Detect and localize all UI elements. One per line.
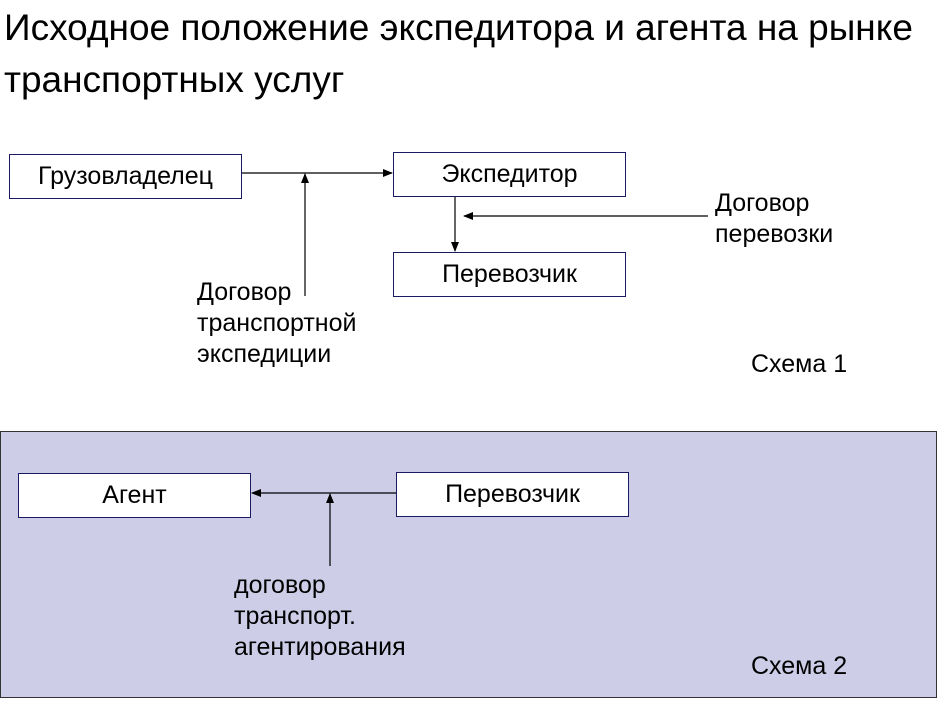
cargo-owner-label: Грузовладелец	[37, 162, 213, 190]
scheme1-label: Схема 1	[751, 350, 848, 378]
contract-carriage-line1: Договор	[715, 189, 810, 217]
contract-forwarding-line2: транспортной	[197, 309, 357, 337]
carrier-label-scheme2: Перевозчик	[445, 480, 580, 508]
cargo-owner-box: Грузовладелец	[9, 154, 242, 199]
contract-forwarding-label: Договор транспортной экспедиции	[197, 277, 357, 370]
contract-agency-line1: договор	[234, 571, 326, 599]
contract-forwarding-line1: Договор	[197, 278, 292, 306]
contract-agency-line3: агентирования	[234, 633, 406, 661]
agent-label: Агент	[102, 481, 167, 509]
carrier-label-scheme1: Перевозчик	[442, 260, 577, 288]
contract-agency-line2: транспорт.	[234, 602, 356, 630]
scheme2-label: Схема 2	[751, 652, 848, 680]
contract-carriage-line2: перевозки	[715, 220, 834, 248]
forwarder-label: Экспедитор	[441, 160, 578, 188]
page-title: Исходное положение экспедитора и агента …	[4, 7, 913, 100]
agent-box: Агент	[18, 473, 251, 518]
carrier-box-scheme2: Перевозчик	[396, 472, 629, 517]
contract-carriage-label: Договор перевозки	[715, 188, 833, 250]
contract-forwarding-line3: экспедиции	[197, 340, 332, 368]
carrier-box-scheme1: Перевозчик	[393, 252, 626, 297]
forwarder-box: Экспедитор	[393, 152, 626, 197]
contract-agency-label: договор транспорт. агентирования	[234, 570, 406, 663]
